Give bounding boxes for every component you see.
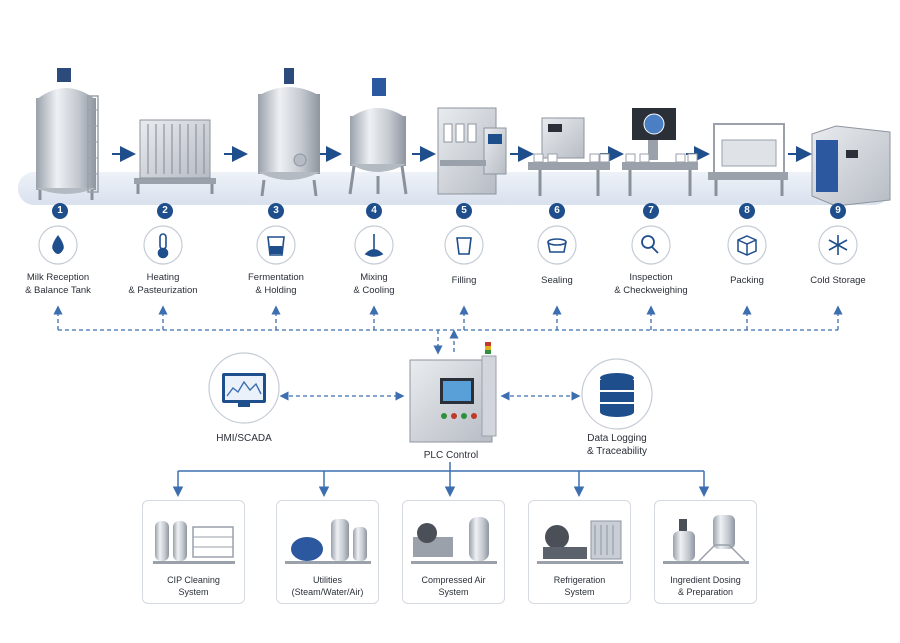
step-number: 7 — [648, 205, 654, 216]
heat-exchanger-illustration — [134, 119, 216, 194]
stage-label-cold-storage: Cold Storage — [810, 275, 866, 286]
stage-label-milk-reception: Milk Reception & Balance Tank — [25, 272, 91, 296]
stage-label-inspection: Inspection & Checkweighing — [614, 272, 688, 296]
filling-machine-illustration — [437, 107, 507, 195]
utility-label: Refrigeration System — [553, 575, 606, 597]
thermometer-icon — [157, 233, 169, 259]
utility-card-ingredient-dosing: Ingredient Dosing & Preparation — [654, 500, 757, 604]
refrigeration-illustration — [537, 520, 623, 564]
milk-reception-tank-illustration — [36, 68, 99, 200]
utility-label: Compressed Air System — [421, 575, 486, 597]
droplet-icon — [52, 235, 64, 254]
utility-label: CIP Cleaning System — [167, 575, 220, 597]
utility-bus — [172, 462, 710, 497]
snowflake-icon — [828, 235, 848, 255]
hmi-scada-illustration — [208, 352, 280, 424]
data-logging-label: Data Logging & Traceability — [586, 433, 648, 457]
step-number: 4 — [371, 205, 377, 216]
ingredient-dosing-illustration — [663, 515, 749, 564]
packing-machine-illustration — [708, 123, 788, 196]
mixer-icon — [364, 234, 384, 257]
beaker-icon — [267, 236, 285, 256]
step-number: 8 — [744, 205, 750, 216]
utility-card-utilities: Utilities (Steam/Water/Air) — [276, 500, 379, 604]
stage-label-packing: Packing — [730, 275, 764, 286]
step-number: 1 — [57, 205, 63, 216]
step-number: 9 — [835, 205, 841, 216]
inspection-machine-illustration — [622, 108, 698, 196]
utility-label: Utilities (Steam/Water/Air) — [291, 575, 364, 597]
plc-control-label: PLC Control — [423, 450, 479, 461]
hmi-scada-label: HMI/SCADA — [216, 433, 272, 444]
step-number: 6 — [554, 205, 560, 216]
step-number: 5 — [461, 205, 467, 216]
step-number: 3 — [273, 205, 279, 216]
sealing-machine-illustration — [528, 117, 610, 196]
stage-label-sealing: Sealing — [541, 275, 573, 286]
sealed-cup-icon — [547, 238, 567, 253]
utility-card-cip: CIP Cleaning System — [142, 500, 245, 604]
mixing-tank-illustration — [348, 78, 408, 195]
stage-label-mixing: Mixing & Cooling — [353, 272, 395, 296]
magnifier-icon — [641, 235, 659, 254]
cip-system-illustration — [153, 521, 235, 564]
step-number: 2 — [162, 205, 168, 216]
utility-label: Ingredient Dosing & Preparation — [670, 575, 741, 597]
compressor-illustration — [411, 517, 497, 564]
box-icon — [737, 235, 757, 256]
utility-card-compressed-air: Compressed Air System — [402, 500, 505, 604]
stage-label-filling: Filling — [451, 275, 477, 286]
stage-label-fermentation: Fermentation & Holding — [248, 272, 304, 296]
plc-cabinet-illustration — [409, 342, 497, 443]
utility-card-refrigeration: Refrigeration System — [528, 500, 631, 604]
cold-storage-illustration — [811, 125, 891, 207]
stage-label-heating: Heating & Pasteurization — [128, 272, 198, 296]
cup-icon — [456, 237, 472, 255]
utilities-illustration — [285, 519, 371, 564]
database-icon — [581, 358, 653, 430]
fermentation-tank-illustration — [258, 68, 320, 197]
control-bus-top — [53, 305, 843, 401]
stage-icon-circles — [38, 225, 858, 265]
step-badges — [52, 203, 846, 219]
